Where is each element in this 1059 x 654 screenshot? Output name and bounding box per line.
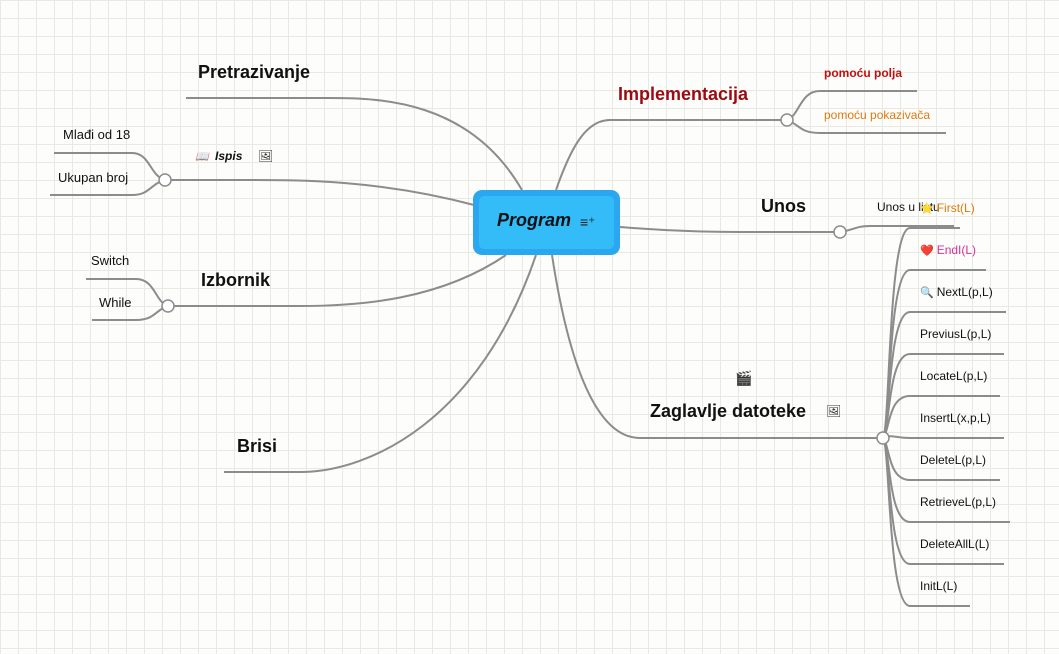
function-nextl[interactable]: 🔍NextL(p,L) (920, 285, 993, 299)
topic-ispis[interactable]: 📖 Ispis (195, 149, 242, 163)
subtopic-unos-u-listu[interactable]: Unos u listu (877, 200, 940, 214)
topic-implementacija[interactable]: Implementacija (618, 84, 749, 104)
connector-ispis (165, 179, 475, 206)
function-insertl[interactable]: InsertL(x,p,L) (920, 411, 991, 425)
subtopic-while[interactable]: While (99, 295, 132, 310)
magnifier-icon: 🔍 (920, 287, 934, 299)
function-endl-label: EndI(L) (936, 243, 977, 257)
subtopic-mladi[interactable]: Mlađi od 18 (63, 127, 131, 142)
subtopic-pomocu-polja[interactable]: pomoću polja (824, 66, 902, 80)
image-icon[interactable]: 🖼 (826, 404, 842, 418)
connector-unos (619, 226, 840, 233)
subtopic-switch[interactable]: Switch (91, 253, 130, 268)
root-title: Program (497, 210, 572, 230)
connector-brisi (224, 254, 537, 473)
subtopic-pomocu-pokazivaca[interactable]: pomoću pokazivača (824, 108, 931, 122)
function-previusl[interactable]: PreviusL(p,L) (920, 327, 992, 341)
topic-izbornik[interactable]: Izbornik (201, 270, 271, 290)
collapse-node-izbornik (161, 299, 175, 313)
connector-implementacija (555, 119, 787, 191)
function-first[interactable]: ⭐First(L) (920, 201, 975, 215)
book-icon: 📖 (195, 151, 209, 163)
collapse-node-unos (833, 225, 847, 239)
connector-zaglavlje (551, 254, 883, 439)
connector-initl (882, 437, 970, 607)
topic-ispis-label: Ispis (215, 149, 243, 163)
clapperboard-icon: 🎬 (735, 370, 753, 386)
root-node-inner: Program ≡⁺ (479, 196, 614, 249)
function-locatel[interactable]: LocateL(p,L) (920, 369, 988, 383)
notes-icon[interactable]: ≡⁺ (580, 214, 596, 230)
star-icon: ⭐ (920, 203, 934, 215)
function-deleteall[interactable]: DeleteAllL(L) (920, 537, 990, 551)
topic-pretrazivanje[interactable]: Pretrazivanje (198, 62, 311, 82)
collapse-node-zaglavlje (876, 431, 890, 445)
connector-pretrazivanje (186, 97, 523, 191)
collapse-node-ispis (158, 173, 172, 187)
image-icon[interactable]: 🖼 (258, 149, 274, 163)
function-initl[interactable]: InitL(L) (920, 579, 958, 593)
function-deletel[interactable]: DeleteL(p,L) (920, 453, 987, 467)
collapse-node-implementacija (780, 113, 794, 127)
subtopic-ukupan-broj[interactable]: Ukupan broj (58, 170, 129, 185)
function-first-label: First(L) (936, 201, 975, 215)
topic-unos[interactable]: Unos (761, 196, 806, 216)
function-endl[interactable]: ❤️EndI(L) (920, 243, 976, 257)
heart-icon: ❤️ (920, 245, 934, 257)
topic-brisi[interactable]: Brisi (237, 436, 278, 456)
connector-insertl (882, 435, 1004, 439)
function-nextl-label: NextL(p,L) (936, 285, 993, 299)
topic-zaglavlje-datoteke[interactable]: Zaglavlje datoteke (650, 401, 807, 421)
function-retrievel[interactable]: RetrieveL(p,L) (920, 495, 997, 509)
root-node[interactable]: Program ≡⁺ (473, 190, 620, 255)
connector-izbornik (168, 254, 507, 307)
